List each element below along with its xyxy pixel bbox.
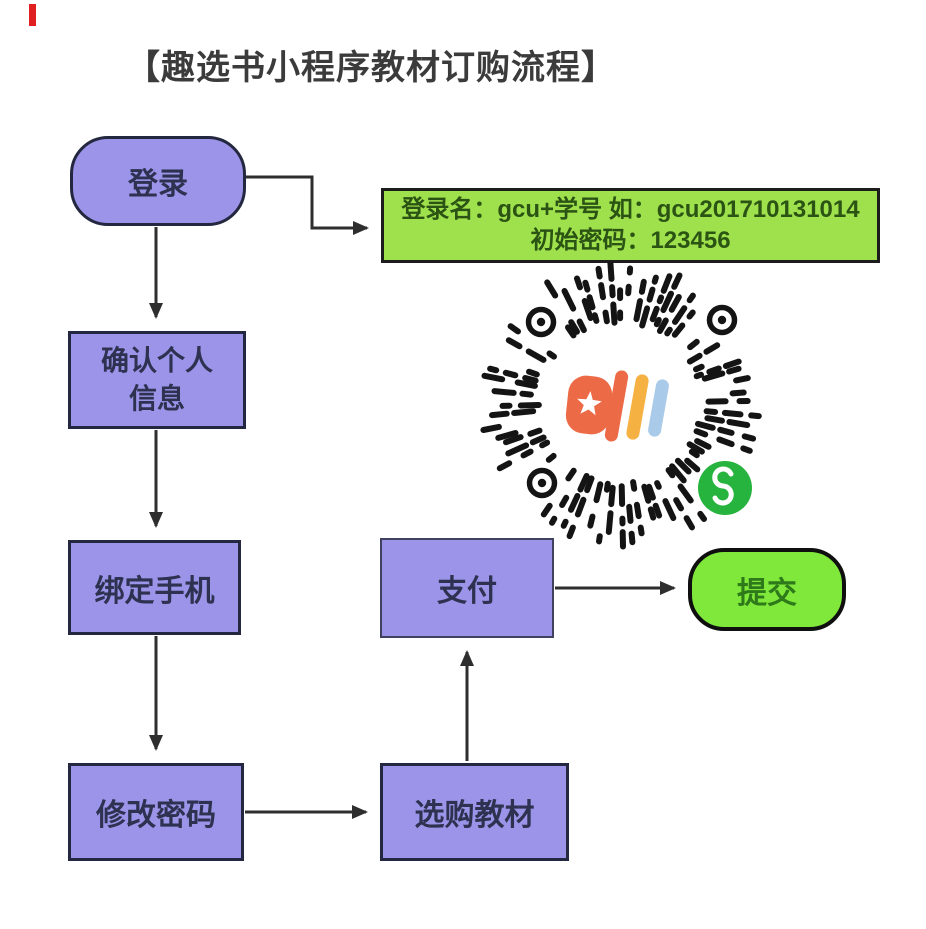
- node-label: 绑定手机: [94, 574, 215, 608]
- node-label: 确认个人信息: [100, 345, 213, 414]
- flow-node-pay: 支付: [380, 538, 554, 638]
- qr-eye-icon: [523, 464, 561, 502]
- qr-eye-icon: [522, 303, 560, 341]
- wechat-miniprogram-icon: [698, 461, 752, 515]
- red-cursor-mark: [29, 4, 36, 26]
- node-label: 选购教材: [414, 799, 535, 832]
- flow-node-confirm-info: 确认个人信息: [68, 331, 246, 429]
- flow-node-login: 登录: [70, 136, 246, 226]
- qr-eye-icon: [703, 301, 741, 339]
- flow-node-change-password: 修改密码: [68, 763, 244, 861]
- arrow-login-to-note: [246, 175, 369, 235]
- flow-node-select-textbooks: 选购教材: [380, 763, 569, 861]
- flow-node-bind-phone: 绑定手机: [68, 540, 241, 635]
- brand-logo-icon: [565, 370, 669, 442]
- flow-node-submit: 提交: [688, 548, 846, 631]
- note-line2: 初始密码：123456: [530, 227, 731, 254]
- node-label: 提交: [737, 576, 797, 610]
- node-label: 修改密码: [96, 799, 216, 832]
- node-label: 支付: [437, 575, 497, 608]
- miniprogram-qr-code: [480, 262, 762, 550]
- note-line1: 登录名：gcu+学号 如：gcu201710131014: [401, 196, 860, 223]
- page-title: 【趣选书小程序教材订购流程】: [126, 49, 616, 87]
- qr-dash-field: [480, 262, 762, 550]
- login-credentials-note: 登录名：gcu+学号 如：gcu201710131014 初始密码：123456: [381, 188, 880, 263]
- node-label: 登录: [128, 168, 188, 201]
